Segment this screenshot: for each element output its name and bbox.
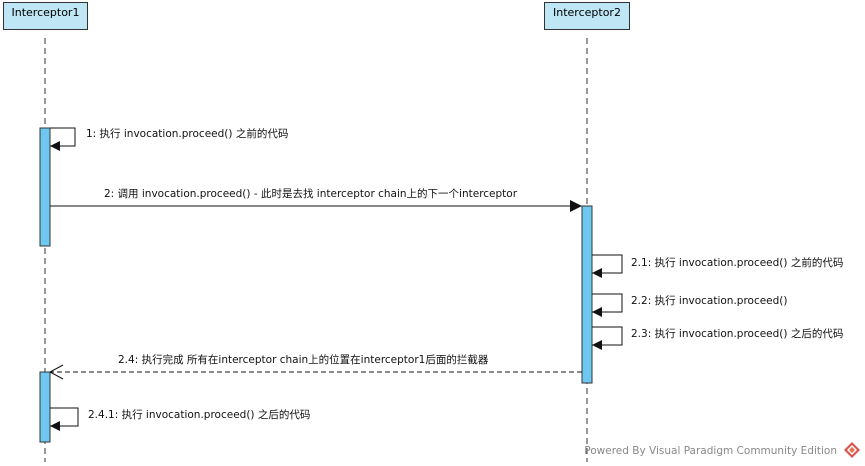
self-message-2-2 <box>592 293 623 317</box>
self-message-2-1 <box>592 254 623 278</box>
message-label-2-2: 2.2: 执行 invocation.proceed() <box>631 295 788 307</box>
self-message-2-4-1 <box>50 407 79 431</box>
visual-paradigm-logo-icon <box>844 442 860 458</box>
activation-bar-interceptor1-b <box>39 371 51 443</box>
message-label-2-4-1: 2.4.1: 执行 invocation.proceed() 之后的代码 <box>88 409 311 421</box>
self-message-1 <box>50 127 76 151</box>
lifeline-interceptor1-label: Interceptor1 <box>11 6 80 19</box>
lifeline-interceptor1[interactable]: Interceptor1 <box>3 2 88 30</box>
return-message-2-4 <box>48 364 582 380</box>
message-label-1: 1: 执行 invocation.proceed() 之前的代码 <box>86 128 289 140</box>
activation-bar-interceptor1-a <box>39 127 51 247</box>
message-label-2-4: 2.4: 执行完成 所有在interceptor chain上的位置在inter… <box>118 354 489 366</box>
call-message-2 <box>50 200 582 212</box>
watermark-text: Powered By Visual Paradigm Community Edi… <box>584 445 837 457</box>
lifeline-interceptor2-label: Interceptor2 <box>553 6 621 19</box>
message-label-2-3: 2.3: 执行 invocation.proceed() 之后的代码 <box>631 328 844 340</box>
self-message-2-3 <box>592 326 623 350</box>
message-label-2-1: 2.1: 执行 invocation.proceed() 之前的代码 <box>631 257 844 269</box>
lifeline-interceptor2[interactable]: Interceptor2 <box>544 2 630 30</box>
activation-bar-interceptor2 <box>581 205 593 384</box>
message-label-2: 2: 调用 invocation.proceed() - 此时是去找 inter… <box>104 188 518 200</box>
